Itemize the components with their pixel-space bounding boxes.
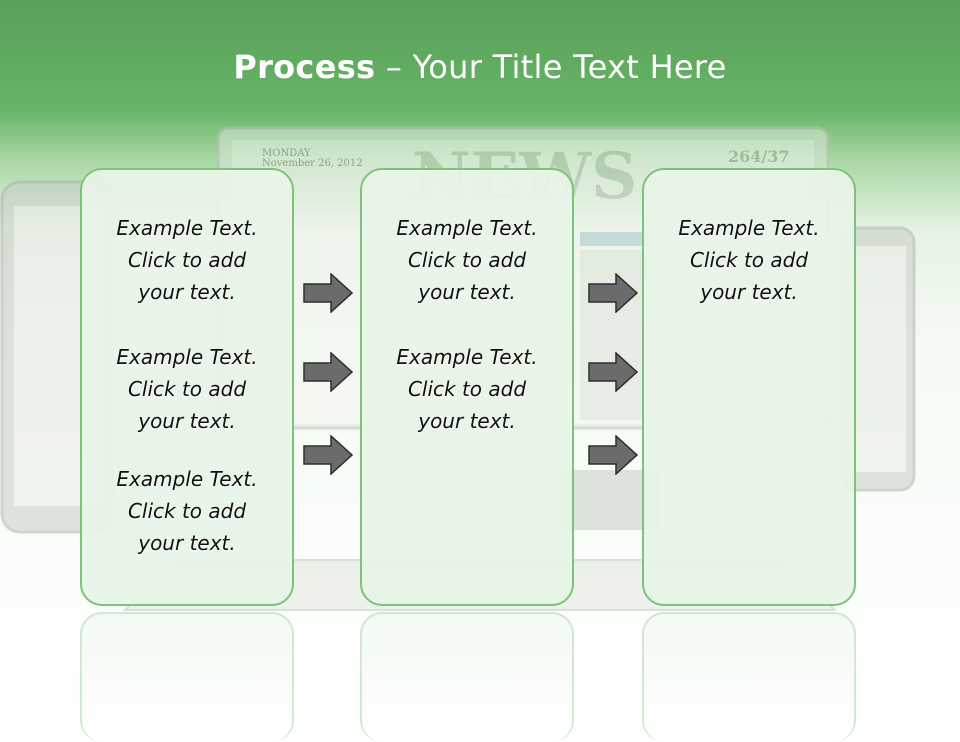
- process-panel-2: Example Text. Click to add your text. Ex…: [360, 168, 574, 606]
- panel-1-text-2[interactable]: Example Text. Click to add your text.: [82, 341, 292, 437]
- text-line: Click to add: [127, 377, 247, 401]
- arrow-right-icon: [303, 352, 353, 392]
- text-line: your text.: [418, 280, 516, 304]
- text-line: Example Text.: [678, 216, 820, 240]
- panel-reflection-2: [360, 612, 574, 742]
- panel-1-text-1[interactable]: Example Text. Click to add your text.: [82, 212, 292, 308]
- text-line: Example Text.: [116, 467, 258, 491]
- text-line: Example Text.: [396, 216, 538, 240]
- text-line: Example Text.: [396, 345, 538, 369]
- panel-3-text-1[interactable]: Example Text. Click to add your text.: [644, 212, 854, 308]
- slide-title[interactable]: Process – Your Title Text Here: [0, 48, 960, 86]
- news-issue-number: 264/37: [728, 147, 790, 166]
- text-line: your text.: [138, 409, 236, 433]
- text-line: Click to add: [127, 499, 247, 523]
- text-line: your text.: [138, 531, 236, 555]
- arrow-right-icon: [588, 273, 638, 313]
- arrow-right-icon: [303, 435, 353, 475]
- news-date: November 26, 2012: [262, 158, 363, 169]
- panel-2-text-1[interactable]: Example Text. Click to add your text.: [362, 212, 572, 308]
- panel-reflection-1: [80, 612, 294, 742]
- panel-reflection-3: [642, 612, 856, 742]
- panel-2-text-2[interactable]: Example Text. Click to add your text.: [362, 341, 572, 437]
- news-date-day: MONDAY: [262, 148, 311, 159]
- arrow-right-icon: [303, 273, 353, 313]
- text-line: your text.: [138, 280, 236, 304]
- panel-1-text-3[interactable]: Example Text. Click to add your text.: [82, 463, 292, 559]
- process-panel-1: Example Text. Click to add your text. Ex…: [80, 168, 294, 606]
- text-line: your text.: [700, 280, 798, 304]
- text-line: Click to add: [407, 248, 527, 272]
- text-line: Click to add: [127, 248, 247, 272]
- text-line: Example Text.: [116, 345, 258, 369]
- text-line: Example Text.: [116, 216, 258, 240]
- text-line: Click to add: [689, 248, 809, 272]
- process-panel-3: Example Text. Click to add your text.: [642, 168, 856, 606]
- text-line: Click to add: [407, 377, 527, 401]
- arrow-right-icon: [588, 352, 638, 392]
- title-rest: – Your Title Text Here: [375, 48, 727, 86]
- text-line: your text.: [418, 409, 516, 433]
- arrow-right-icon: [588, 435, 638, 475]
- title-bold-part: Process: [233, 48, 376, 86]
